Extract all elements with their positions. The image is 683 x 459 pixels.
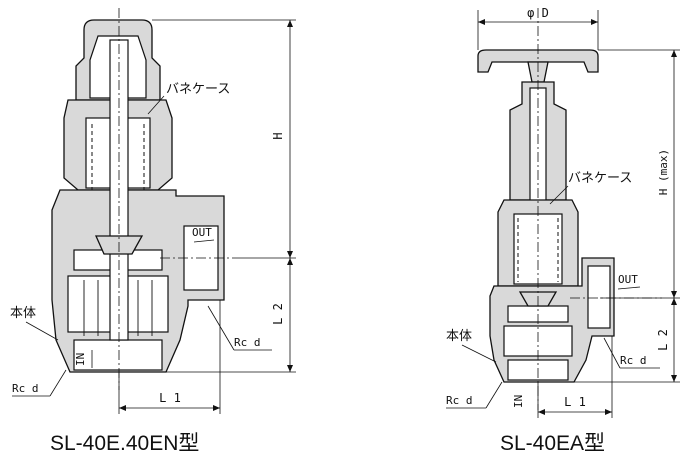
left-body-label: 本体 [10, 306, 36, 321]
left-dim-h: H [271, 132, 285, 139]
right-in-label: IN [512, 395, 525, 408]
right-out-label: OUT [618, 273, 638, 286]
right-caption: SL-40EA型 [500, 432, 605, 455]
right-dim-d: φ D [527, 6, 549, 20]
left-thread-in-label: Rc d [12, 382, 39, 395]
left-dim-l1: L 1 [159, 391, 181, 405]
left-dim-l2: L 2 [271, 303, 285, 325]
right-body-label: 本体 [446, 329, 472, 344]
right-valve [477, 8, 662, 410]
left-out-label: OUT [192, 226, 212, 239]
right-thread-in-label: Rc d [446, 394, 473, 407]
right-dim-h: H (max) [657, 149, 670, 195]
left-thread-out-label: Rc d [234, 336, 261, 349]
right-dim-l1: L 1 [564, 395, 586, 409]
left-caption: SL-40E.40EN型 [50, 432, 199, 455]
right-spring-case-label: バネケース [568, 171, 632, 186]
left-spring-case-label: バネケース [166, 82, 230, 97]
right-handwheel [477, 49, 599, 73]
right-dim-l2: L 2 [656, 329, 670, 351]
left-valve [51, 8, 240, 390]
left-in-label: IN [74, 353, 87, 366]
right-thread-out-label: Rc d [620, 354, 647, 367]
